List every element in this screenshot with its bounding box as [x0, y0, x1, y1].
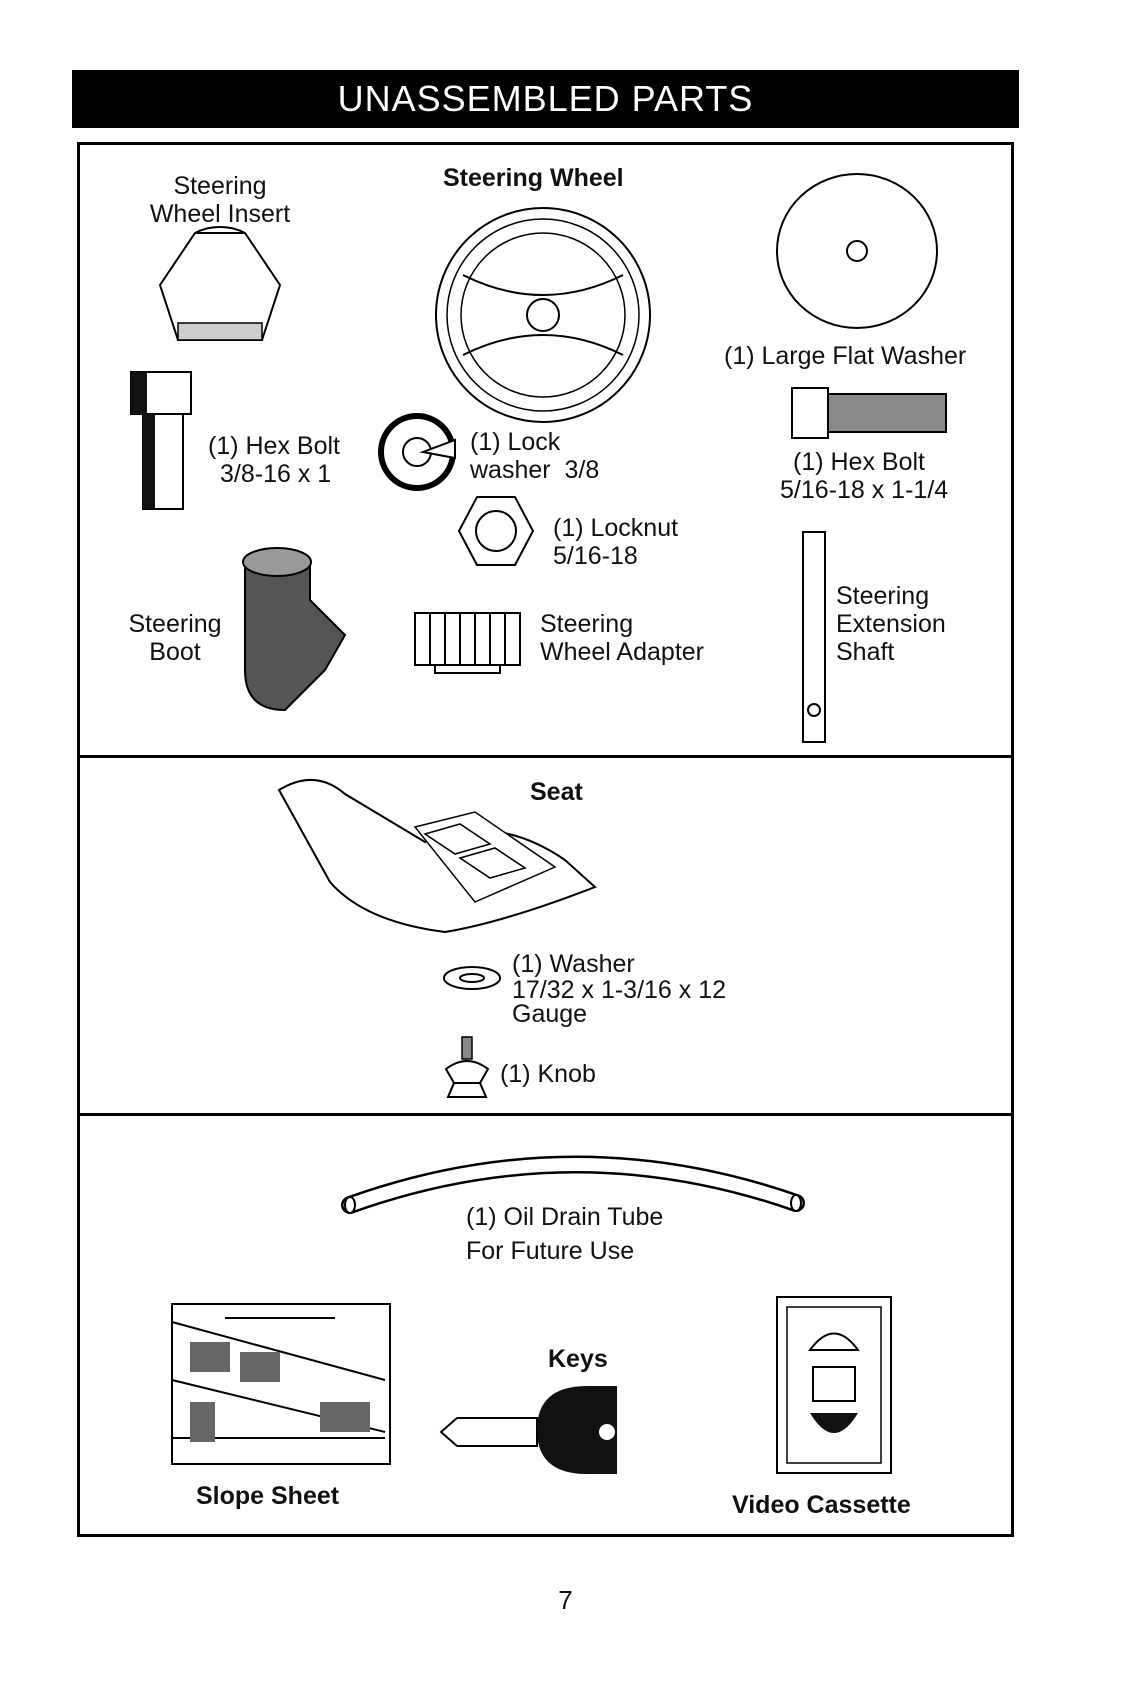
washer-icon [440, 963, 505, 993]
hex-bolt-3-8-icon [125, 368, 205, 513]
steering-extension-shaft-label: Steering Extension Shaft [836, 582, 946, 666]
video-cassette-icon [775, 1295, 895, 1475]
washer-size: 17/32 x 1-3/16 x 12 [512, 976, 727, 1004]
misc-parts-panel [77, 1113, 1014, 1537]
large-flat-washer-icon [775, 172, 940, 330]
seat-icon [275, 772, 605, 942]
steering-wheel-label: Steering Wheel [443, 164, 624, 192]
steering-wheel-icon [433, 205, 653, 425]
knob-label: (1) Knob [500, 1060, 596, 1088]
oil-drain-tube-note: For Future Use [466, 1237, 635, 1265]
hex-bolt-5-16-icon [790, 382, 950, 444]
oil-drain-tube-icon [338, 1145, 808, 1215]
page-number: 7 [558, 1585, 573, 1615]
locknut-name: (1) Locknut [553, 514, 679, 542]
locknut-size: 5/16-18 [553, 542, 638, 570]
locknut-icon [457, 495, 535, 567]
steering-wheel-adapter-label: Steering Wheel Adapter [540, 610, 704, 666]
washer-gauge: Gauge [512, 1000, 588, 1028]
large-flat-washer-label: (1) Large Flat Washer [724, 342, 967, 370]
oil-drain-tube-label: (1) Oil Drain Tube [466, 1203, 664, 1231]
slope-sheet-label: Slope Sheet [196, 1482, 340, 1510]
steering-extension-shaft-icon [800, 530, 830, 745]
steering-wheel-insert-label: Steering Wheel Insert [149, 172, 291, 228]
video-cassette-label: Video Cassette [732, 1491, 911, 1519]
key-icon [437, 1386, 617, 1474]
slope-sheet-icon [170, 1302, 392, 1466]
steering-wheel-adapter-icon [410, 605, 525, 675]
hex-bolt-5-16-size: 5/16-18 x 1-1/4 [780, 476, 949, 504]
page-title: UNASSEMBLED PARTS [72, 70, 1019, 128]
lock-washer-name: (1) Lock [470, 428, 561, 456]
lock-washer-icon [377, 412, 457, 492]
keys-label: Keys [548, 1345, 608, 1373]
seat-label: Seat [530, 778, 583, 806]
steering-boot-icon [215, 540, 355, 715]
steering-wheel-insert-icon [150, 225, 290, 345]
hex-bolt-3-8-size: 3/8-16 x 1 [220, 460, 332, 488]
washer-name: (1) Washer [512, 950, 635, 978]
hex-bolt-3-8-name: (1) Hex Bolt [208, 432, 340, 460]
hex-bolt-5-16-name: (1) Hex Bolt [793, 448, 925, 476]
steering-boot-label: Steering Boot [128, 610, 222, 666]
knob-icon [440, 1035, 495, 1100]
lock-washer-size: washer 3/8 [470, 456, 600, 484]
